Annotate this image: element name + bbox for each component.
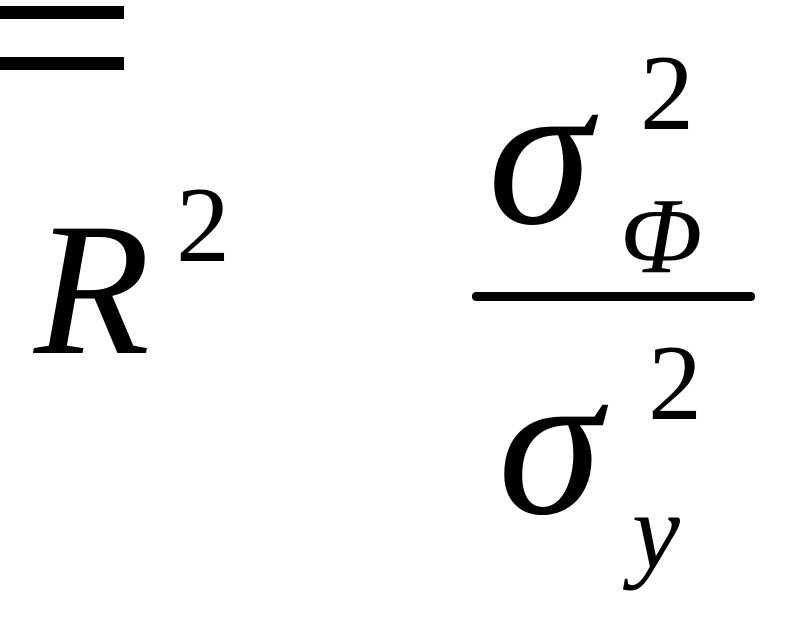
numerator-subscript-phi: Φ [620,177,703,296]
denominator-sigma: σ [498,327,602,559]
denominator-subscript-y: y [632,472,680,591]
equals-bar-bottom [0,57,124,70]
lhs-exponent: 2 [176,166,230,285]
formula: R 2 σ 2 Φ σ 2 y [0,0,795,586]
fraction-bar [472,292,755,301]
numerator-sigma: σ [488,37,592,269]
denominator-exponent: 2 [648,324,702,443]
numerator-exponent: 2 [640,34,694,153]
lhs-variable-r: R [34,185,151,395]
equals-bar-top [0,6,124,19]
equals-sign [0,0,124,78]
